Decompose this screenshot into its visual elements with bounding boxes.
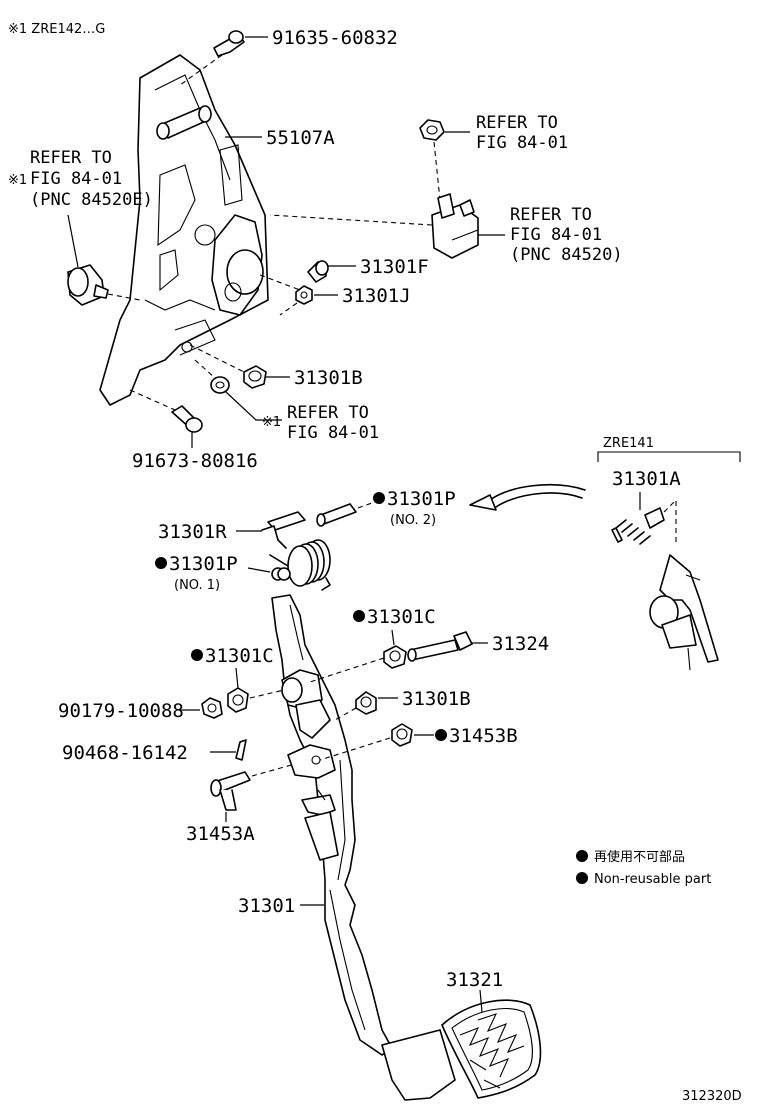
label-90468-16142: 90468-16142 — [62, 742, 188, 764]
label-31301c-b: 31301C — [205, 645, 274, 667]
non-reusable-mark-31453b — [435, 729, 447, 741]
bolt-31301f — [307, 260, 329, 283]
label-ref1-line2: FIG 84-01 — [30, 169, 122, 189]
label-ref3-line2: FIG 84-01 — [510, 225, 602, 245]
bolt-31324 — [407, 631, 473, 662]
header-note: ※1 ZRE142…G — [8, 22, 105, 37]
label-90179-10088: 90179-10088 — [58, 700, 184, 722]
pedal-sensor-84520e — [67, 264, 109, 306]
return-spring — [269, 539, 331, 591]
label-31301f: 31301F — [360, 256, 429, 278]
pin-31301r — [261, 511, 306, 549]
label-ref3-line3: (PNC 84520) — [510, 245, 623, 265]
nut-ref-84-01 — [419, 119, 445, 141]
label-31301c-a: 31301C — [367, 606, 436, 628]
pedal-pad-31321 — [441, 999, 542, 1099]
label-31321: 31321 — [446, 969, 503, 991]
non-reusable-mark-31301c-b — [191, 649, 203, 661]
label-31301p-no1-sub: (NO. 1) — [174, 578, 220, 593]
nut-90179-10088 — [201, 697, 223, 719]
inset-title: ZRE141 — [603, 436, 654, 451]
label-ref4-line1: REFER TO — [287, 403, 369, 423]
figure-code: 312320D — [682, 1089, 742, 1104]
pedal-bracket-55107a — [99, 54, 269, 406]
bushing-31301p-no1 — [271, 567, 291, 581]
label-ref1-line1: REFER TO — [30, 148, 112, 168]
label-ref4-mark: ※1 — [262, 415, 281, 430]
non-reusable-mark-31301p-no2 — [373, 492, 385, 504]
label-31301p-no2: 31301P — [387, 488, 456, 510]
legend-en: Non-reusable part — [594, 872, 711, 887]
label-ref2-line2: FIG 84-01 — [476, 133, 568, 153]
label-31301b-bottom: 31301B — [402, 688, 471, 710]
label-31453b: 31453B — [449, 725, 518, 747]
non-reusable-mark-31301c-a — [353, 610, 365, 622]
label-31453a: 31453A — [186, 823, 255, 845]
label-31301r: 31301R — [158, 521, 227, 543]
bushing-31301b-top — [243, 365, 267, 389]
non-reusable-mark-31301p-no1 — [155, 557, 167, 569]
bolt-91635-60832 — [213, 30, 245, 57]
label-55107a: 55107A — [266, 127, 335, 149]
label-ref1-mark: ※1 — [8, 173, 27, 188]
clip-90468-16142 — [235, 739, 247, 761]
pedal-plate — [381, 1029, 456, 1101]
label-91635-60832: 91635-60832 — [272, 27, 398, 49]
label-91673-80816: 91673-80816 — [132, 450, 258, 472]
label-31301a: 31301A — [612, 468, 681, 490]
inset-zre141: ZRE141 — [597, 436, 741, 671]
legend: 再使用不可部品 Non-reusable part — [576, 849, 711, 887]
brake-pedal-arm-31301 — [271, 594, 393, 1056]
legend-mark-en — [576, 872, 588, 884]
label-ref4-line2: FIG 84-01 — [287, 423, 379, 443]
label-ref1-line3: (PNC 84520E) — [30, 190, 153, 210]
label-ref2-line1: REFER TO — [476, 113, 558, 133]
nut-31301j — [295, 285, 313, 305]
label-31301: 31301 — [238, 895, 295, 917]
label-31324: 31324 — [492, 633, 549, 655]
bushing-31453b — [391, 723, 413, 747]
bushing-31301c-a — [383, 645, 407, 669]
pin-31453a — [210, 771, 251, 811]
label-31301p-no2-sub: (NO. 2) — [390, 513, 436, 528]
bolt-91673-80816 — [171, 405, 203, 433]
legend-mark-jp — [576, 850, 588, 862]
washer-ref-84-01 — [210, 376, 230, 394]
bushing-31301b-bottom — [355, 691, 377, 715]
label-31301j: 31301J — [342, 285, 411, 307]
bushing-31301p-no2 — [316, 503, 357, 527]
legend-jp: 再使用不可部品 — [594, 849, 685, 865]
label-31301b-top: 31301B — [294, 367, 363, 389]
bushing-31301c-b — [227, 687, 249, 713]
label-31301p-no1: 31301P — [169, 553, 238, 575]
label-ref3-line1: REFER TO — [510, 205, 592, 225]
stop-light-switch-84520 — [431, 193, 479, 259]
